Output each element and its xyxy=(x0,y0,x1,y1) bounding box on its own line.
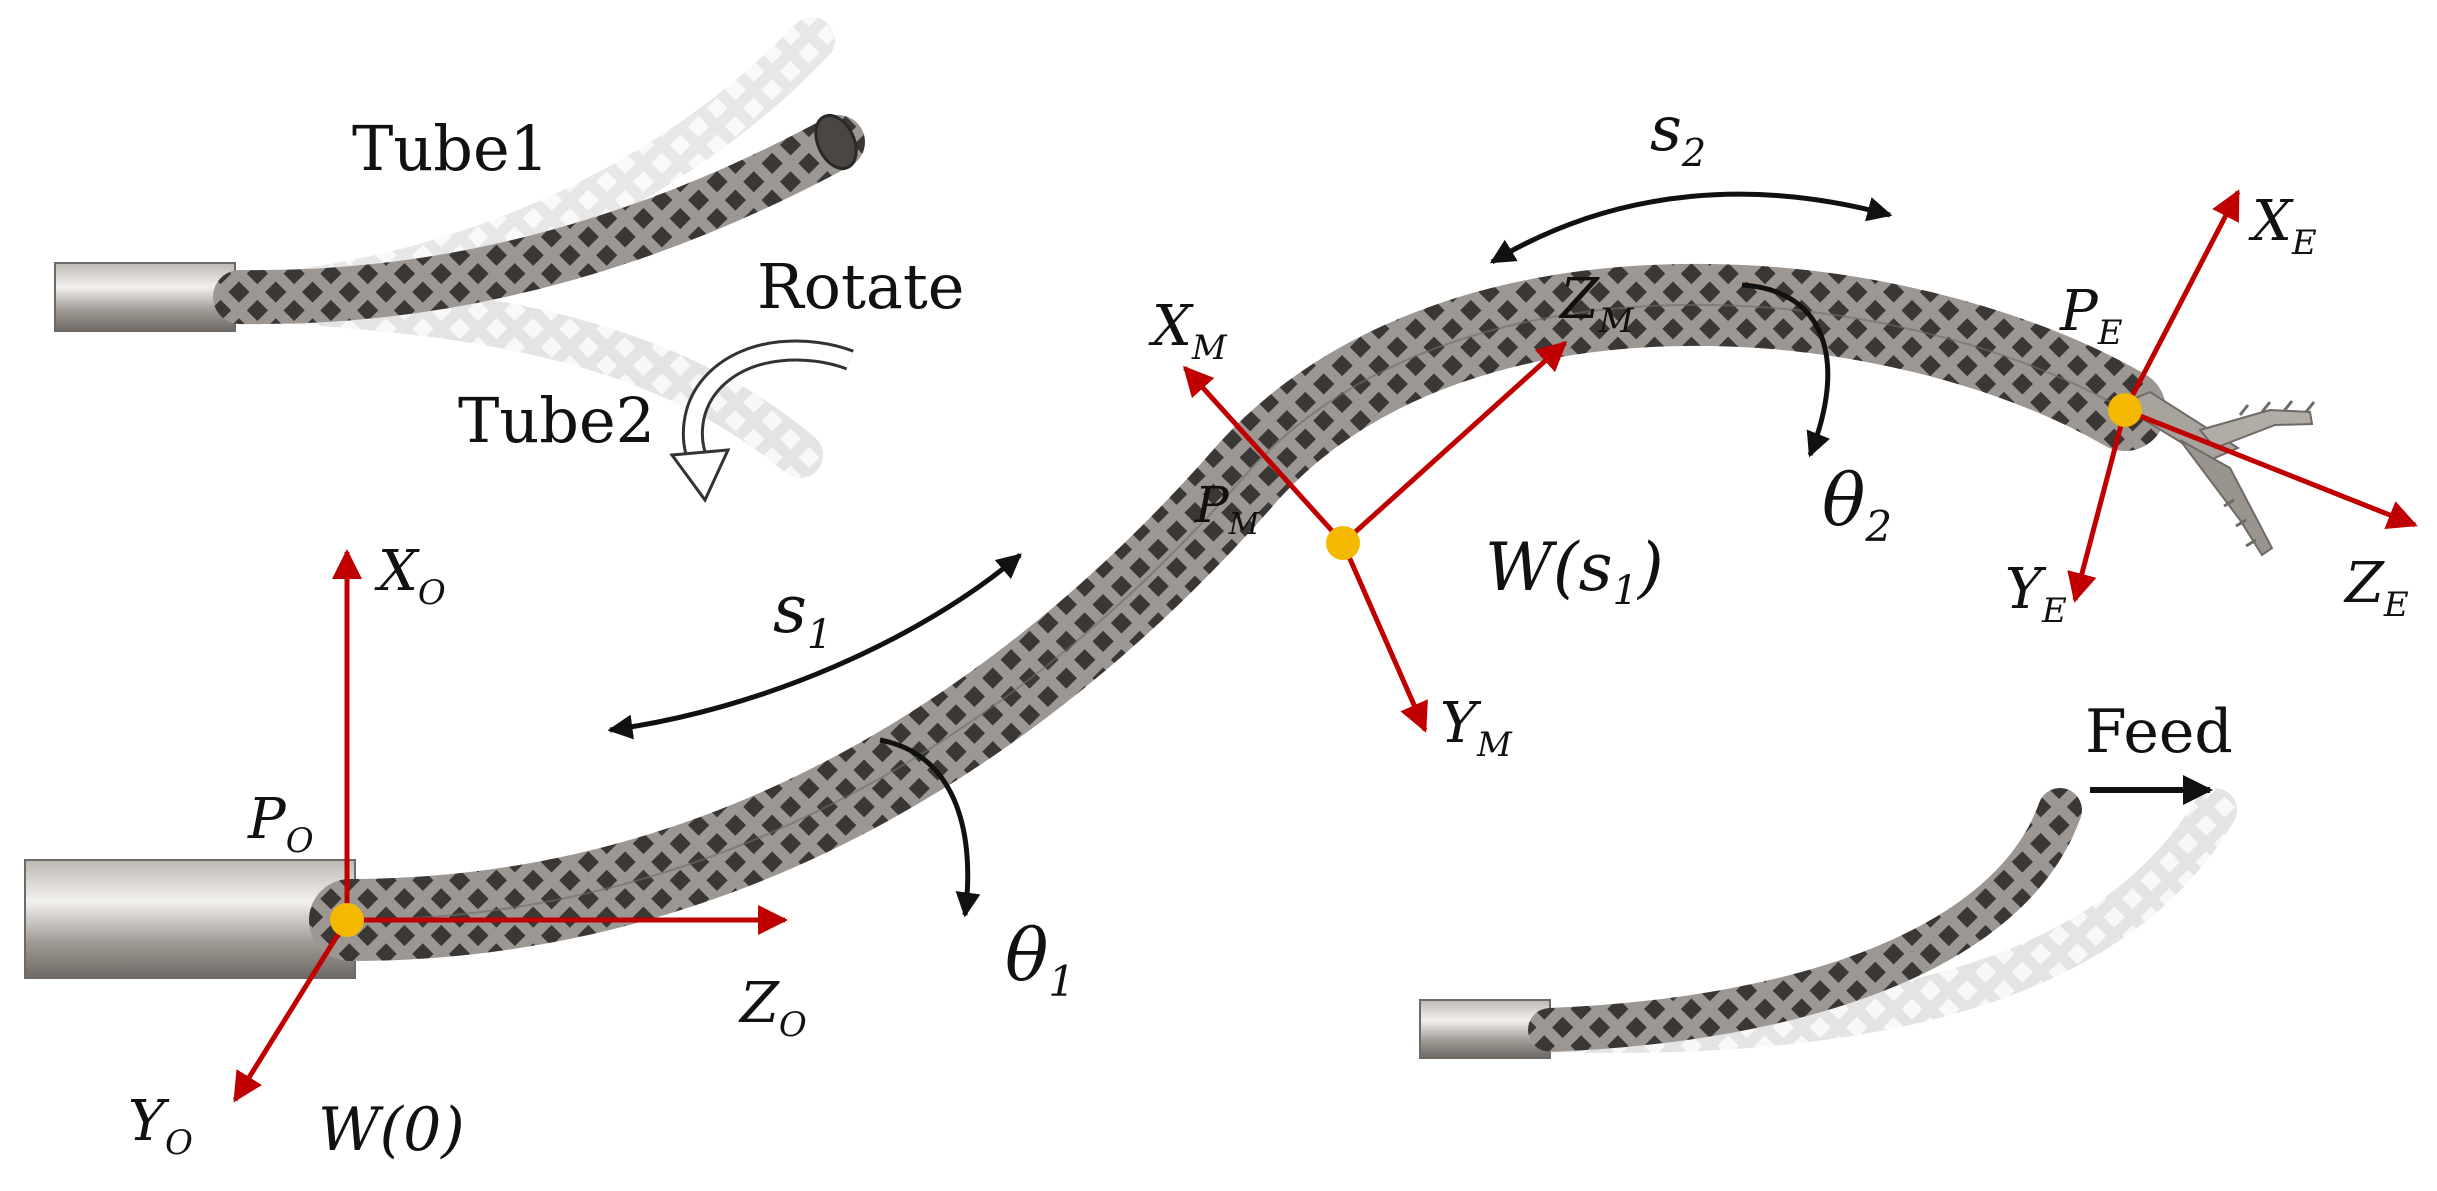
axis-yo xyxy=(232,918,350,1103)
axis-xm xyxy=(1182,365,1345,545)
frame-middle xyxy=(1182,340,1568,733)
main-tube-edge xyxy=(349,304,2126,921)
label-pe: PE xyxy=(2059,279,2123,353)
feed-inset: Feed xyxy=(1419,697,2237,1059)
label-s2: s2 xyxy=(1650,92,1706,175)
label-xo: XO xyxy=(374,539,446,613)
axis-ym xyxy=(1340,541,1428,733)
motion-arrows xyxy=(607,191,1893,918)
label-xe: XE xyxy=(2248,189,2317,263)
main-rod xyxy=(24,859,356,979)
inset2-tube-ghost xyxy=(1528,788,2237,1053)
label-w0: W(0) xyxy=(318,1095,465,1165)
axis-zm xyxy=(1341,340,1568,545)
label-theta1: θ1 xyxy=(1005,913,1075,1006)
frame-origin xyxy=(232,549,788,1103)
inset1-tube1 xyxy=(213,115,865,325)
label-ws1: W(s1) xyxy=(1485,529,1664,614)
tube2-label: Tube2 xyxy=(458,384,655,457)
axis-xe xyxy=(2122,189,2241,412)
feed-label: Feed xyxy=(2085,697,2233,767)
main-robot xyxy=(24,264,2316,979)
label-zm: ZM xyxy=(1558,267,1635,341)
inset1-rod xyxy=(54,262,236,332)
labels: XO PO ZO YO W(0) XM PM ZM YM W(s1) XE PE… xyxy=(128,92,2409,1165)
s1-arrow xyxy=(607,553,1022,740)
rotate-label: Rotate xyxy=(757,250,965,323)
point-pm xyxy=(1326,526,1360,560)
frame-end xyxy=(2067,189,2418,603)
label-yo: YO xyxy=(128,1089,193,1163)
rotate-arrow-fill xyxy=(684,342,853,469)
label-ym: YM xyxy=(1440,691,1513,765)
label-xm: XM xyxy=(1148,294,1228,368)
axis-ye xyxy=(2067,409,2128,603)
point-pe xyxy=(2108,393,2142,427)
s2-arrow xyxy=(1489,191,1893,265)
label-theta2: θ2 xyxy=(1822,458,1892,551)
point-po xyxy=(330,903,364,937)
rotate-inset: Tube1 Tube2 Rotate xyxy=(54,17,965,503)
label-po: PO xyxy=(247,787,314,861)
label-pm: PM xyxy=(1194,476,1261,542)
axis-ze xyxy=(2124,407,2418,529)
tube1-label: Tube1 xyxy=(352,112,549,185)
label-ze: ZE xyxy=(2343,551,2409,625)
label-zo: ZO xyxy=(738,971,807,1045)
label-s1: s1 xyxy=(773,571,832,658)
rotate-arrow-head xyxy=(669,448,731,503)
theta1-arrow xyxy=(879,737,981,918)
theta2-arrow xyxy=(1741,282,1831,458)
inset2-tube xyxy=(1528,788,2082,1052)
inset1-tube1-tip xyxy=(814,114,858,170)
label-ye: YE xyxy=(2005,557,2067,631)
